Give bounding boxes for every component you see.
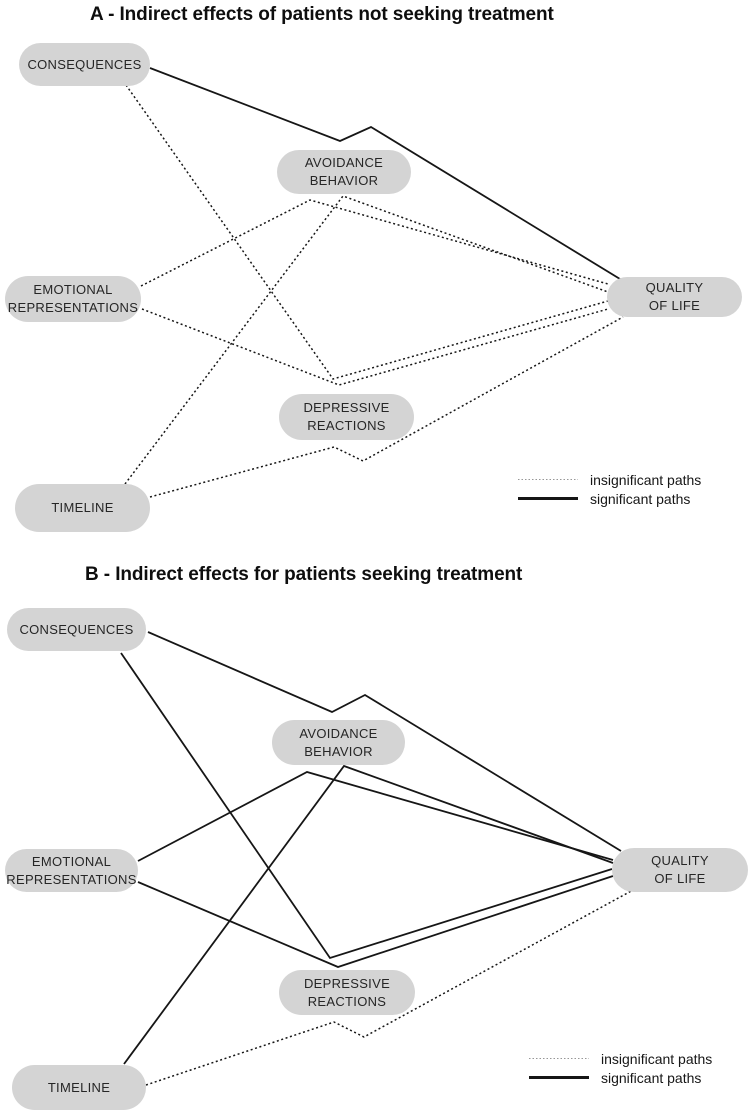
node-b-timeline: TIMELINE bbox=[12, 1065, 146, 1110]
node-b-emotional-representations: EMOTIONAL REPRESENTATIONS bbox=[5, 849, 138, 892]
path-a-emotional-via-avoidance bbox=[140, 199, 609, 287]
node-a-depressive-reactions: DEPRESSIVE REACTIONS bbox=[279, 394, 414, 440]
node-a-timeline: TIMELINE bbox=[15, 484, 150, 532]
path-b-emotional-via-depressive bbox=[137, 875, 614, 968]
path-b-consequences-via-depressive bbox=[120, 652, 613, 960]
node-b-consequences: CONSEQUENCES bbox=[7, 608, 146, 651]
node-a-consequences: CONSEQUENCES bbox=[19, 43, 150, 86]
insignificant-paths-label: insignificant paths bbox=[590, 471, 702, 488]
path-b-timeline-via-avoidance bbox=[123, 764, 614, 1065]
path-a-consequences-via-avoidance bbox=[149, 67, 621, 280]
legend-row-significant: significant paths bbox=[529, 1069, 712, 1086]
panel-b-title: B - Indirect effects for patients seekin… bbox=[85, 564, 523, 585]
panel-a-title: A - Indirect effects of patients not see… bbox=[90, 4, 554, 25]
insignificant-path-sample bbox=[529, 1057, 589, 1060]
path-a-timeline-via-avoidance bbox=[124, 195, 609, 485]
insignificant-paths-label: insignificant paths bbox=[601, 1050, 713, 1067]
insignificant-path-sample bbox=[518, 478, 578, 481]
legend-row-insignificant: insignificant paths bbox=[529, 1050, 713, 1067]
node-a-quality-of-life: QUALITY OF LIFE bbox=[607, 277, 742, 317]
significant-path-sample bbox=[518, 497, 578, 500]
node-a-avoidance-behavior: AVOIDANCE BEHAVIOR bbox=[277, 150, 411, 194]
significant-paths-label: significant paths bbox=[601, 1069, 702, 1086]
significant-paths-label: significant paths bbox=[590, 490, 691, 507]
node-a-emotional-representations: EMOTIONAL REPRESENTATIONS bbox=[5, 276, 141, 322]
significant-path-sample bbox=[529, 1076, 589, 1079]
path-b-emotional-via-avoidance bbox=[137, 771, 614, 862]
path-a-consequences-via-depressive bbox=[125, 84, 609, 380]
node-b-depressive-reactions: DEPRESSIVE REACTIONS bbox=[279, 970, 415, 1015]
path-b-consequences-via-avoidance bbox=[147, 631, 622, 852]
node-b-quality-of-life: QUALITY OF LIFE bbox=[612, 848, 748, 892]
path-a-emotional-via-depressive bbox=[141, 308, 609, 386]
legend-row-insignificant: insignificant paths bbox=[518, 471, 702, 488]
node-b-avoidance-behavior: AVOIDANCE BEHAVIOR bbox=[272, 720, 405, 765]
panel-a-legend: insignificant paths significant paths bbox=[518, 471, 702, 507]
legend-row-significant: significant paths bbox=[518, 490, 701, 507]
panel-b-legend: insignificant paths significant paths bbox=[529, 1050, 713, 1086]
